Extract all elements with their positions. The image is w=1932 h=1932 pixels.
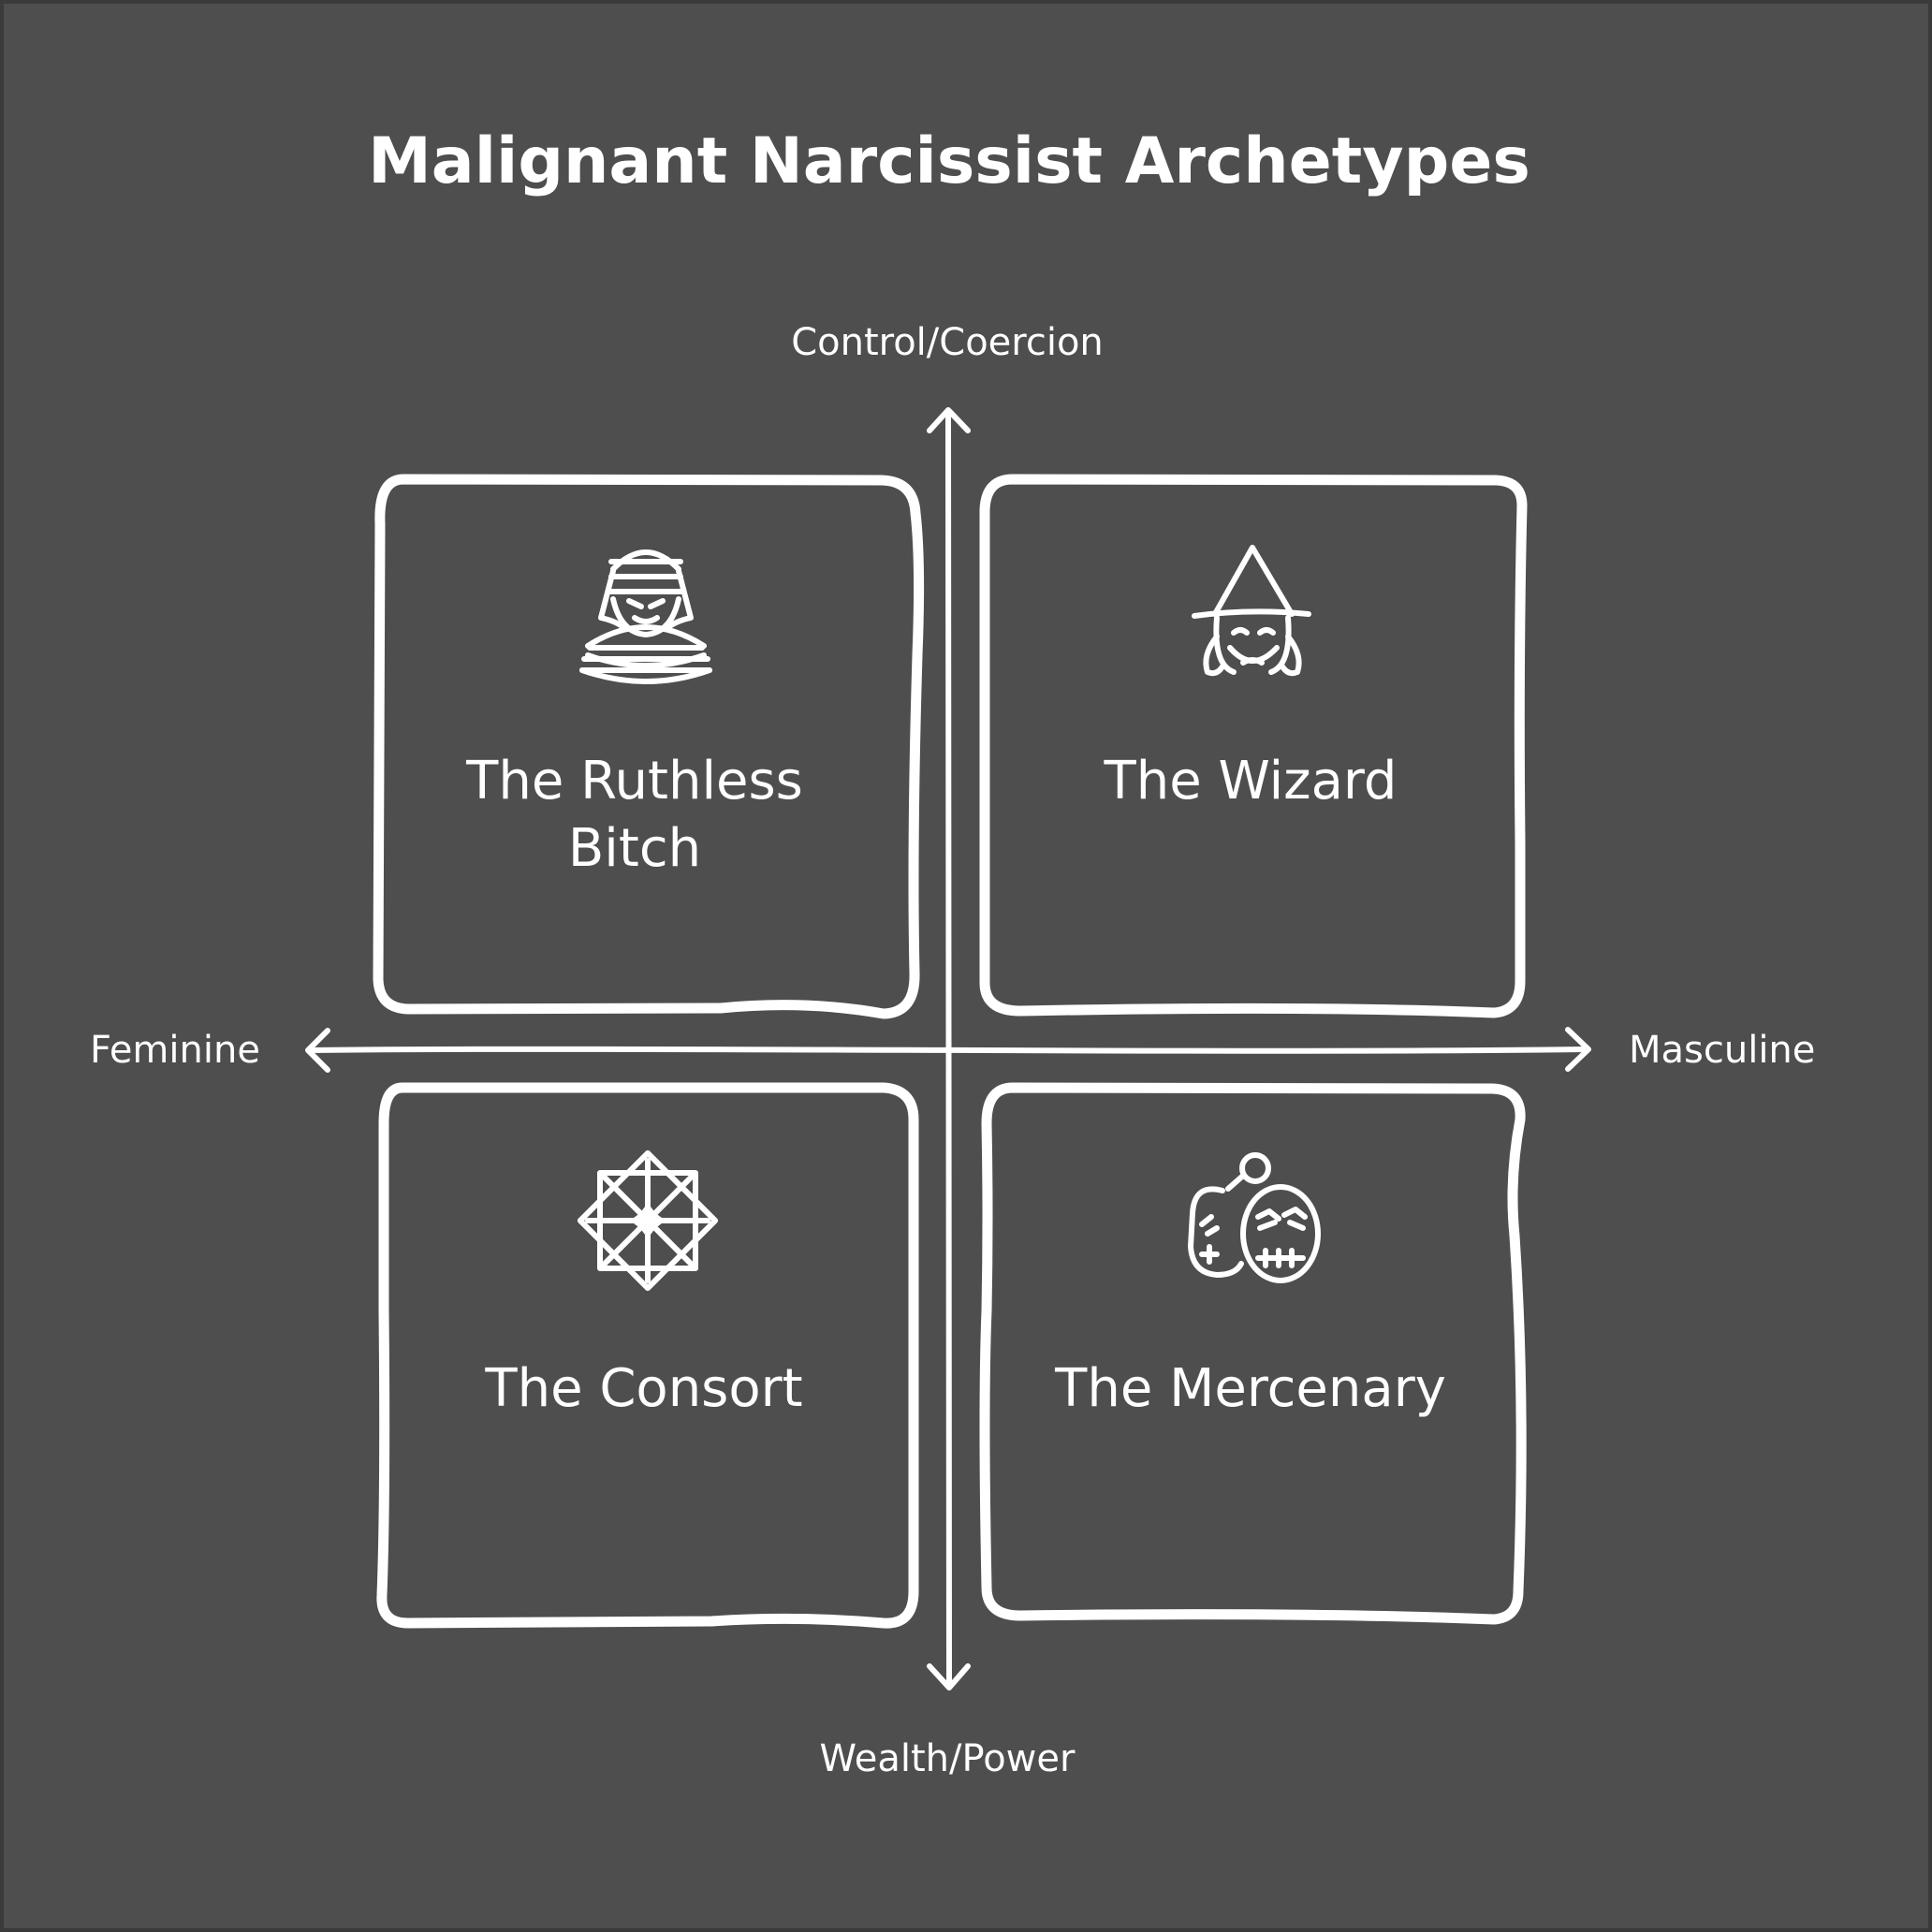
star-ornament-icon <box>577 1149 719 1292</box>
axis-label-top: Control/Coercion <box>791 321 1104 364</box>
arrow-down-icon <box>927 1663 971 1690</box>
quadrant-label: The Wizard <box>1104 751 1398 812</box>
horizontal-axis <box>305 1027 1591 1073</box>
quadrant-label: The Mercenary <box>1054 1358 1446 1419</box>
quadrant-consort: The Consort <box>376 1082 919 1629</box>
ruthless-woman-icon <box>579 549 712 684</box>
wizard-icon <box>1192 545 1311 677</box>
quadrant-label: The Consort <box>484 1358 802 1419</box>
mercenary-heads-icon <box>1188 1152 1321 1283</box>
quadrant-mercenary: The Mercenary <box>979 1082 1527 1625</box>
quadrant-label-line2: Bitch <box>568 818 701 879</box>
diagram-title: Malignant Narcissist Archetypes <box>368 124 1530 198</box>
arrow-right-icon <box>1565 1027 1591 1072</box>
vertical-axis <box>927 407 971 1690</box>
axis-label-bottom: Wealth/Power <box>820 1737 1076 1780</box>
axis-label-left: Feminine <box>90 1029 260 1072</box>
arrow-up-icon <box>927 407 971 433</box>
quadrant-wizard: The Wizard <box>979 474 1528 1018</box>
quadrant-ruthless-bitch: The Ruthless Bitch <box>373 474 925 1019</box>
arrow-left-icon <box>305 1028 330 1073</box>
quadrant-label-line1: The Ruthless <box>465 751 803 812</box>
axis-label-right: Masculine <box>1629 1029 1815 1072</box>
